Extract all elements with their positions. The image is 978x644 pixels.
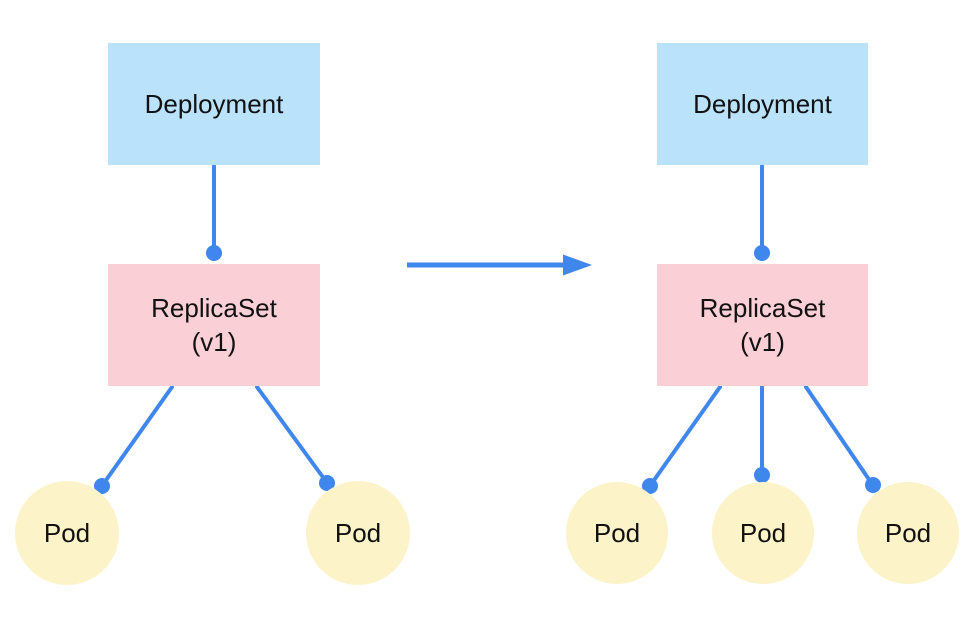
pod-label: Pod — [884, 518, 932, 548]
deployment-label: Deployment — [693, 89, 832, 119]
pod-label: Pod — [593, 518, 641, 548]
connector-endpoint-dot — [754, 467, 770, 483]
pod-label: Pod — [739, 518, 787, 548]
pod-label: Pod — [43, 518, 91, 548]
connector-endpoint-dot — [206, 245, 222, 261]
replicaset-box-after: ReplicaSet (v1) — [657, 264, 868, 386]
replicaset-box-before: ReplicaSet (v1) — [108, 264, 320, 386]
connector-replicaset-pod2-before — [255, 385, 327, 482]
pod-circle-before-2: Pod — [306, 481, 410, 585]
deployment-box-after: Deployment — [657, 43, 868, 165]
connector-replicaset-pod3-after — [804, 385, 872, 483]
pod-circle-before-1: Pod — [15, 481, 119, 585]
replicaset-label-line2: (v1) — [191, 327, 237, 357]
pod-label: Pod — [334, 518, 382, 548]
deployment-box-before: Deployment — [108, 43, 320, 165]
replicaset-label-line1: ReplicaSet — [699, 293, 826, 323]
pod-circle-after-3: Pod — [857, 482, 959, 584]
pod-circle-after-2: Pod — [712, 482, 814, 584]
replicaset-label-line1: ReplicaSet — [151, 293, 277, 323]
transition-arrow-head — [563, 254, 592, 276]
deployment-label: Deployment — [144, 89, 284, 119]
connector-replicaset-pod1-after — [650, 385, 722, 485]
connector-endpoint-dot — [754, 245, 770, 261]
pod-circle-after-1: Pod — [566, 482, 668, 584]
connector-replicaset-pod1-before — [102, 385, 174, 485]
replicaset-label-line2: (v1) — [740, 327, 785, 357]
